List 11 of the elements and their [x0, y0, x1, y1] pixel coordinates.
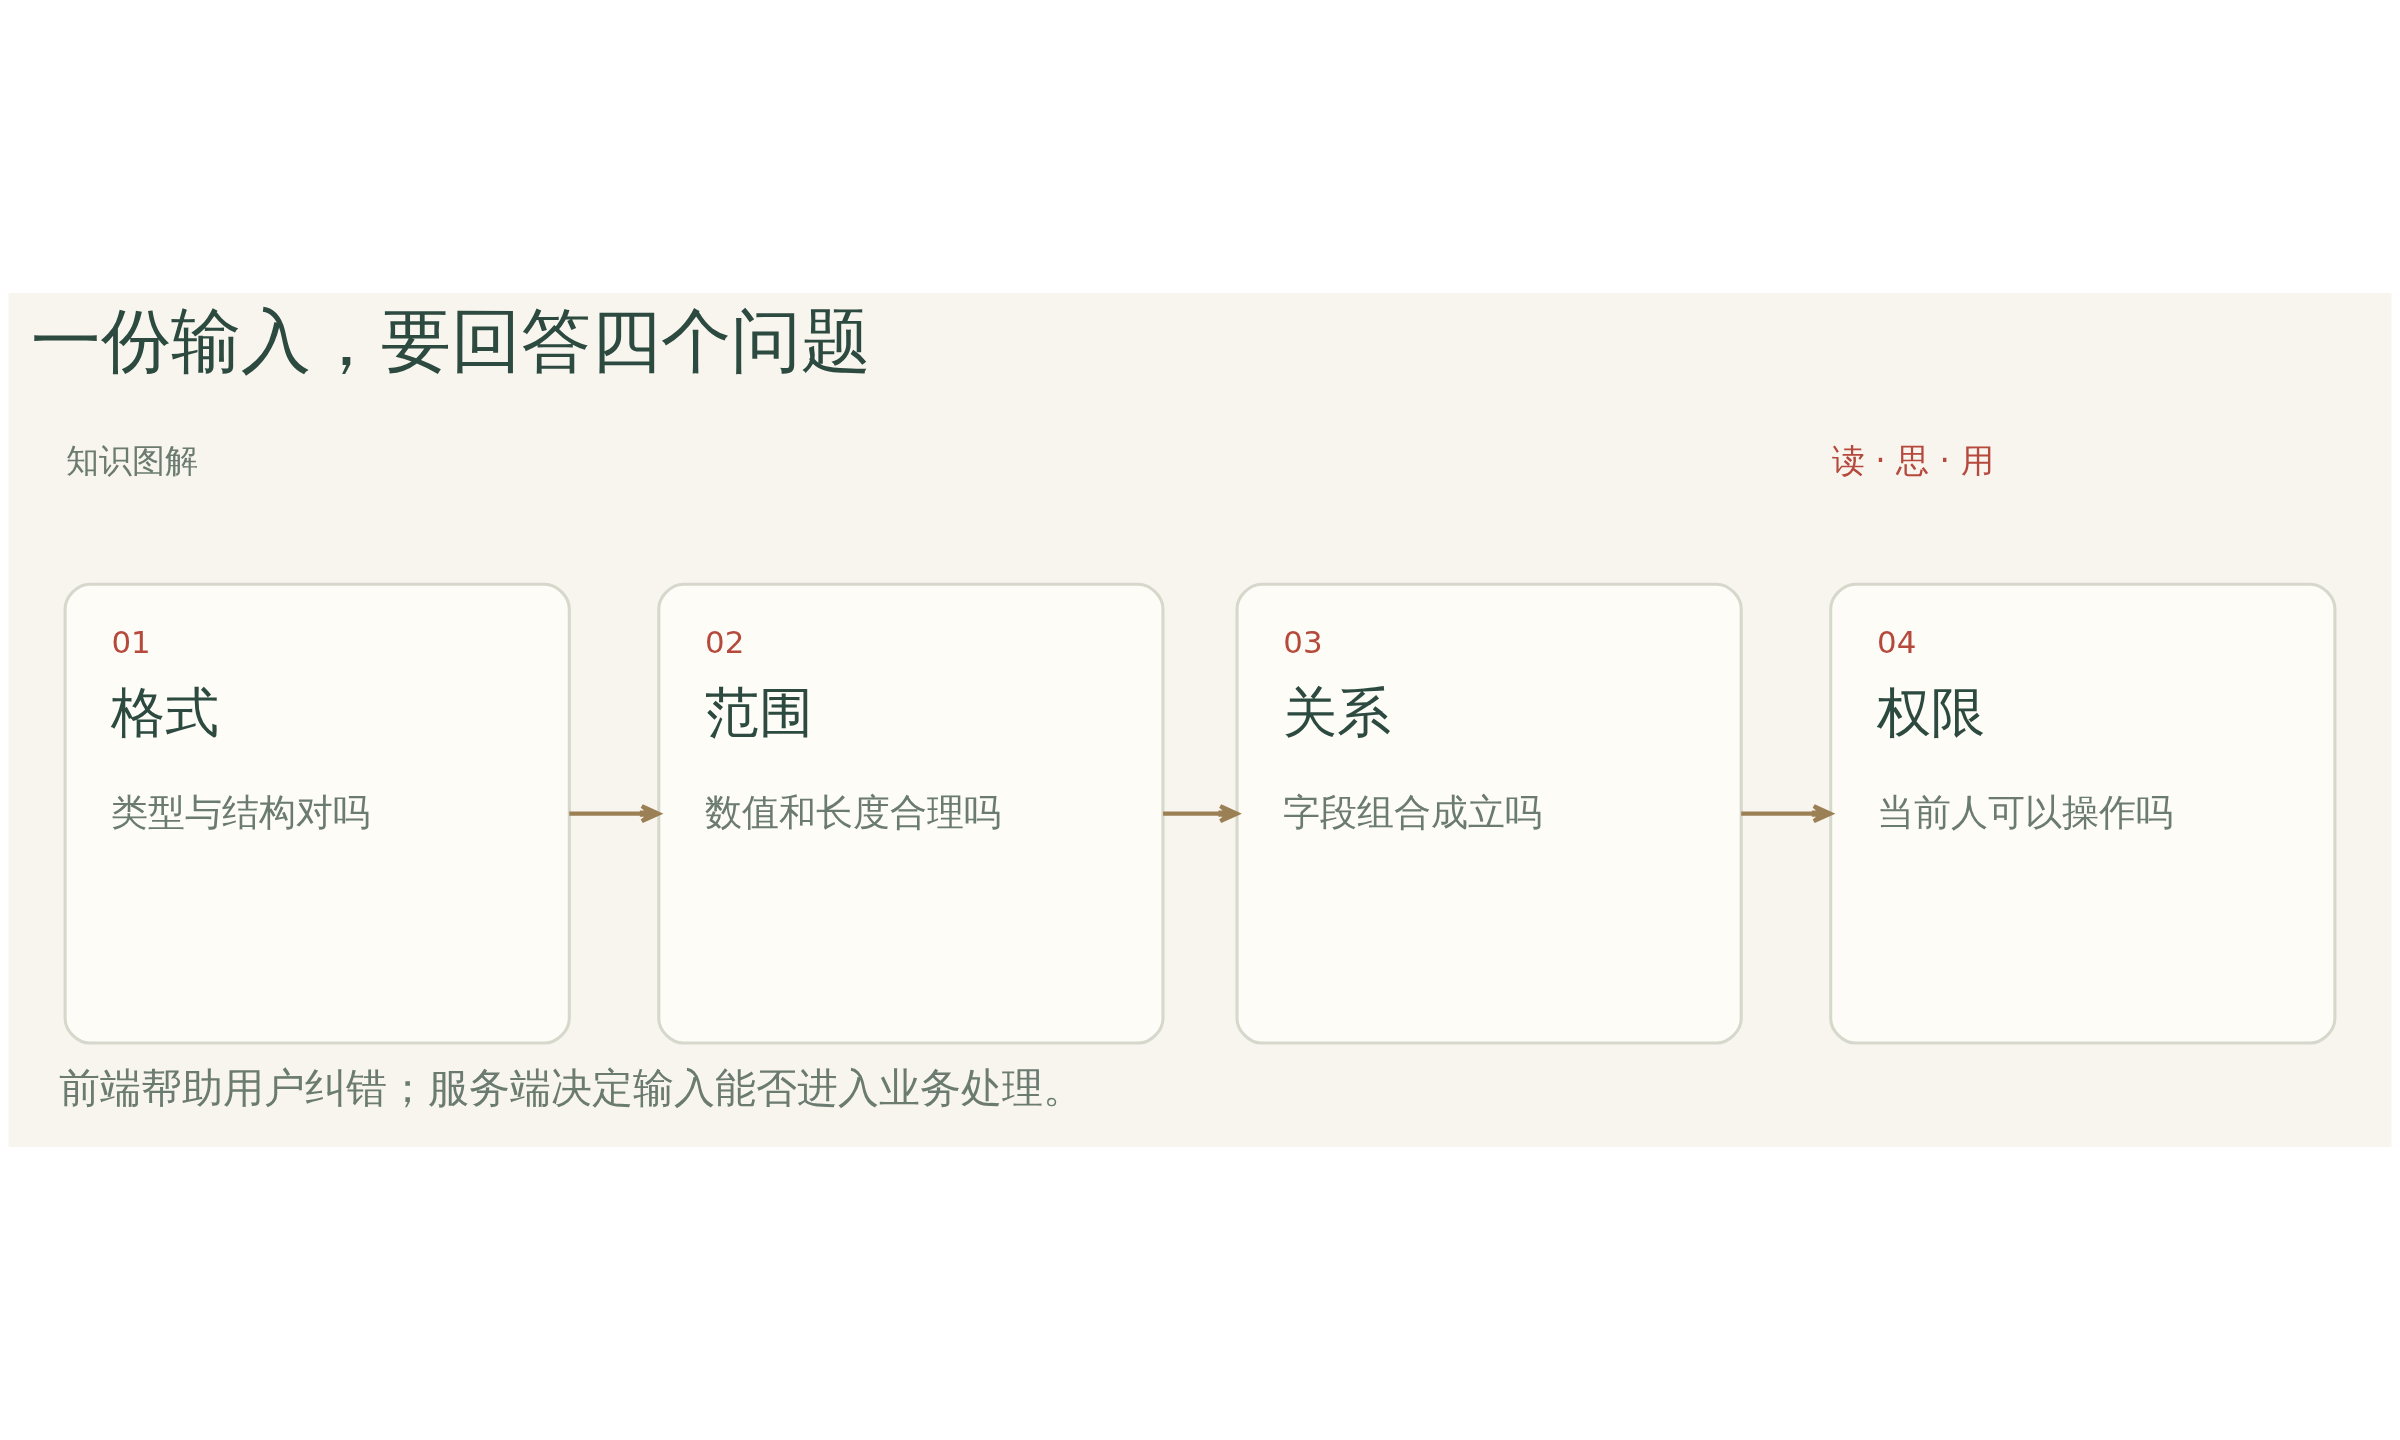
node-box: 03 关系 字段组合成立吗	[1235, 582, 1743, 1045]
arrow	[569, 804, 661, 824]
caption: 前端帮助用户纠错；服务端决定输入能否进入业务处理。	[58, 1063, 1084, 1112]
node-box: 04 权限 当前人可以操作吗	[1829, 582, 2337, 1045]
node-box: 02 范围 数值和长度合理吗	[657, 582, 1165, 1045]
node-box: 01 格式 类型与结构对吗	[63, 582, 571, 1045]
diagram-title: 一份输入，要回答四个问题	[30, 300, 871, 382]
arrow	[1163, 804, 1239, 824]
arrow	[1741, 804, 1833, 824]
label: 知识图解	[66, 440, 199, 480]
label: 读 · 思 · 用	[1831, 440, 1994, 480]
